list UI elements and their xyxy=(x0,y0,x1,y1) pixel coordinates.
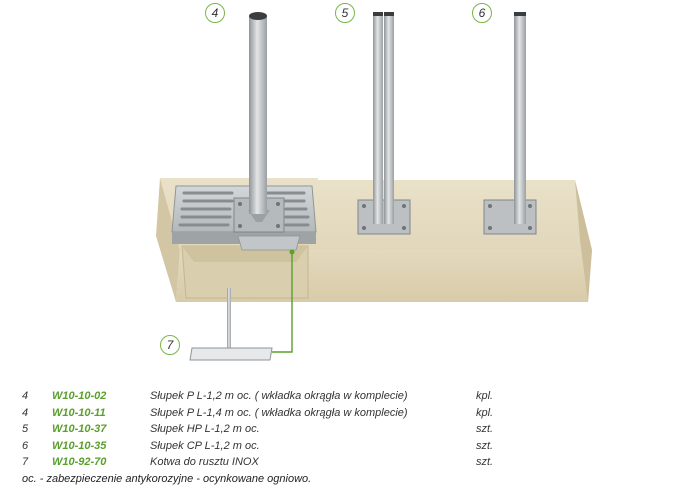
part-code: W10-10-02 xyxy=(52,390,107,402)
post-p-round xyxy=(233,12,285,233)
part-code: W10-10-11 xyxy=(52,407,106,419)
part-unit: szt. xyxy=(476,440,494,452)
parts-row: 5 W10-10-37 Słupek HP L-1,2 m oc. szt. xyxy=(0,423,696,439)
callout-7: 7 xyxy=(160,335,180,355)
callout-leader-line xyxy=(272,252,293,353)
part-code: W10-92-70 xyxy=(52,456,107,468)
footnote: oc. - zabezpieczenie antykorozyjne - ocy… xyxy=(22,473,312,485)
part-code: W10-10-35 xyxy=(52,440,107,452)
part-qty: 6 xyxy=(22,440,29,452)
parts-row: 7 W10-92-70 Kotwa do rusztu INOX szt. xyxy=(0,456,696,472)
post-hp xyxy=(357,12,411,235)
part-unit: kpl. xyxy=(476,407,494,419)
part-unit: szt. xyxy=(476,423,494,435)
part-description: Słupek CP L-1,2 m oc. xyxy=(150,440,260,452)
drainage-opening xyxy=(181,245,309,299)
part-code: W10-10-37 xyxy=(52,423,107,435)
part-qty: 5 xyxy=(22,423,29,435)
concrete-block-with-posts-drawing xyxy=(156,12,592,361)
part-qty: 4 xyxy=(22,390,29,402)
product-illustration: 4 5 6 7 xyxy=(156,3,592,361)
parts-row: 4 W10-10-02 Słupek P L-1,2 m oc. ( wkład… xyxy=(0,390,696,406)
part-unit: szt. xyxy=(476,456,494,468)
part-description: Kotwa do rusztu INOX xyxy=(150,456,259,468)
parts-row: 6 W10-10-35 Słupek CP L-1,2 m oc. szt. xyxy=(0,440,696,456)
parts-row: 4 W10-10-11 Słupek P L-1,4 m oc. ( wkład… xyxy=(0,407,696,423)
part-description: Słupek HP L-1,2 m oc. xyxy=(150,423,260,435)
part-description: Słupek P L-1,2 m oc. ( wkładka okrągła w… xyxy=(150,390,408,402)
part-description: Słupek P L-1,4 m oc. ( wkładka okrągła w… xyxy=(150,407,408,419)
callout-4: 4 xyxy=(205,3,225,23)
callout-5: 5 xyxy=(335,3,355,23)
part-unit: kpl. xyxy=(476,390,494,402)
post-cp xyxy=(483,12,537,235)
part-qty: 7 xyxy=(22,456,29,468)
callout-6: 6 xyxy=(472,3,492,23)
anchor-inox xyxy=(189,288,273,361)
part-qty: 4 xyxy=(22,407,29,419)
